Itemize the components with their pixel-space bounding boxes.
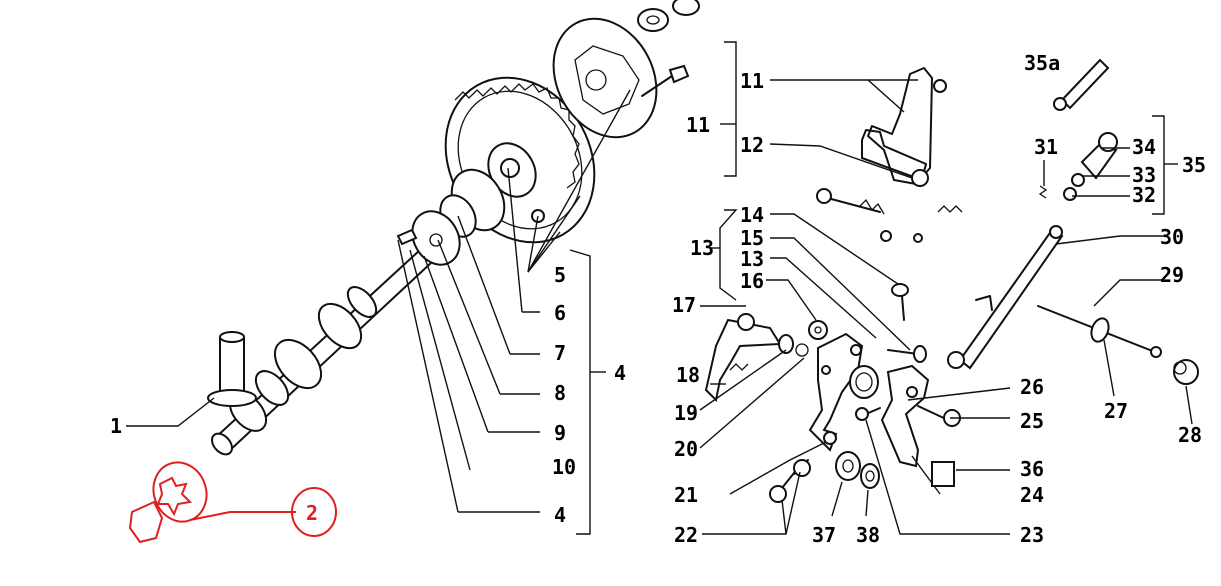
label-36: 36 (1020, 457, 1044, 481)
part-labels: 1 2 4 4 5 6 7 8 9 10 11 11 12 13 13 14 1… (110, 51, 1206, 547)
lever-17-18 (704, 313, 809, 403)
label-13: 13 (740, 247, 764, 271)
label-12: 12 (740, 133, 764, 157)
screw-top (641, 64, 690, 97)
label-8: 8 (554, 381, 566, 405)
label-30: 30 (1160, 225, 1184, 249)
label-26: 26 (1020, 375, 1044, 399)
label-37: 37 (812, 523, 836, 547)
label-2: 2 (306, 501, 318, 525)
label-23: 23 (1020, 523, 1044, 547)
label-32: 32 (1132, 183, 1156, 207)
screw-14 (891, 283, 909, 321)
label-34: 34 (1132, 135, 1156, 159)
rod-35a (1053, 58, 1110, 111)
label-22: 22 (674, 523, 698, 547)
label-5: 5 (554, 263, 566, 287)
label-35a: 35a (1024, 51, 1060, 75)
label-31: 31 (1034, 135, 1058, 159)
label-27: 27 (1104, 399, 1128, 423)
label-16: 16 (740, 269, 764, 293)
label-9: 9 (554, 421, 566, 445)
label-11-group: 11 (686, 113, 710, 137)
label-11: 11 (740, 69, 764, 93)
bracket-11-12 (816, 67, 963, 243)
washers-top (637, 0, 700, 32)
camshaft (211, 249, 433, 456)
part-2-coupling (128, 461, 337, 544)
label-1: 1 (110, 414, 122, 438)
label-21: 21 (674, 483, 698, 507)
label-35: 35 (1182, 153, 1206, 177)
label-19: 19 (674, 401, 698, 425)
label-20: 20 (674, 437, 698, 461)
label-15: 15 (740, 226, 764, 250)
bracket-21 (808, 332, 879, 452)
label-17: 17 (672, 293, 696, 317)
plate-24 (880, 364, 961, 468)
rod-end-34-32 (1038, 132, 1118, 201)
tappet-part-1 (207, 331, 257, 407)
label-7: 7 (554, 341, 566, 365)
screws-22-23 (769, 407, 881, 503)
label-10: 10 (552, 455, 576, 479)
label-29: 29 (1160, 263, 1184, 287)
label-4-right: 4 (614, 361, 626, 385)
cam-cover-plate (552, 17, 658, 139)
washers-37-38 (835, 451, 880, 489)
needle-29 (1037, 305, 1162, 358)
spacer-rings (396, 168, 545, 266)
label-24: 24 (1020, 483, 1044, 507)
label-25: 25 (1020, 409, 1044, 433)
screw-15 (887, 345, 927, 363)
link-rod-30 (947, 225, 1064, 370)
label-18: 18 (676, 363, 700, 387)
label-28: 28 (1178, 423, 1202, 447)
label-38: 38 (856, 523, 880, 547)
label-14: 14 (740, 203, 764, 227)
nut-16 (808, 320, 828, 340)
label-4-bottom: 4 (554, 503, 566, 527)
label-33: 33 (1132, 163, 1156, 187)
label-13-group: 13 (690, 236, 714, 260)
label-6: 6 (554, 301, 566, 325)
pad-36 (931, 461, 955, 487)
cap-28 (1173, 359, 1199, 385)
